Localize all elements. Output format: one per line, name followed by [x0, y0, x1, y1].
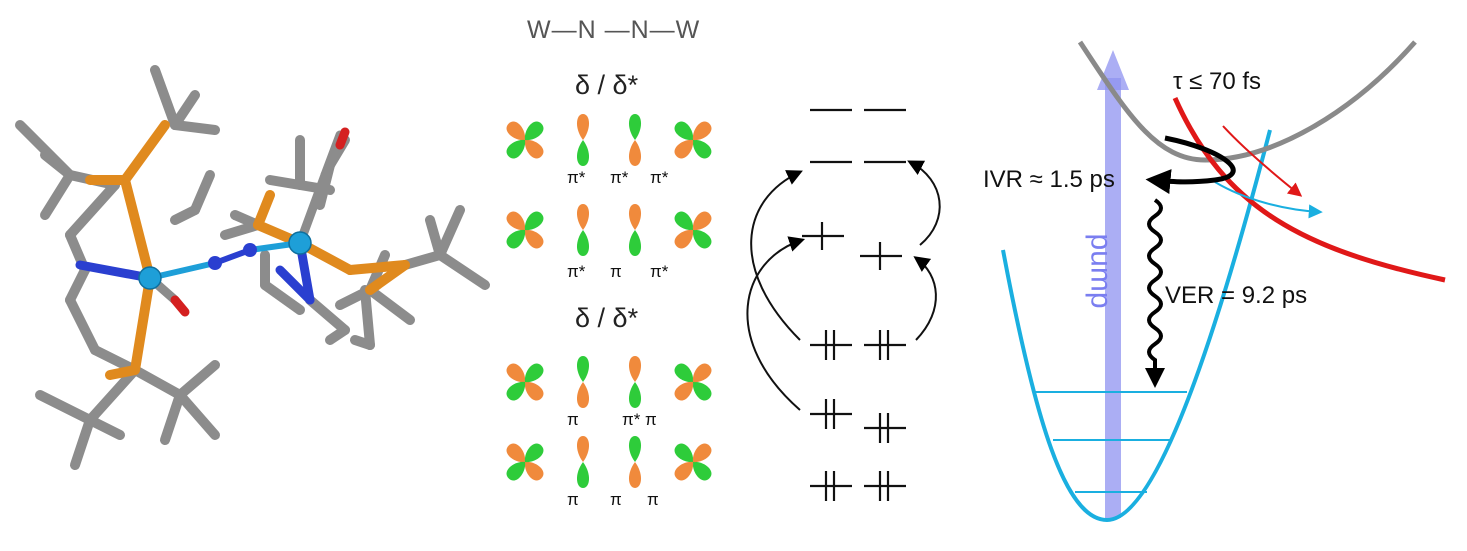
orbital-lobe	[674, 461, 694, 481]
orbital-label: π	[567, 410, 579, 429]
orbital-lobe	[506, 121, 526, 141]
orbital-lobe	[628, 140, 642, 166]
section-label-lower: δ / δ*	[575, 303, 639, 333]
orbital-label: π*	[567, 168, 586, 187]
orbital-lobe	[692, 229, 712, 249]
orbital-lobe	[576, 114, 590, 140]
orbital-lobe	[524, 381, 544, 401]
orbital-lobe	[692, 211, 712, 231]
pump-label: pump	[1084, 233, 1118, 309]
orbital-lobe	[576, 140, 590, 166]
orbital-lobe	[506, 461, 526, 481]
dissociation-arrow	[1222, 125, 1303, 197]
orbital-lobe	[506, 211, 526, 231]
orbital-lobe	[674, 443, 694, 463]
orbital-lobe	[674, 121, 694, 141]
orbital-panel: W—N —N—W δ / δ* δ / δ* π* π* π* π* π π* …	[495, 0, 745, 551]
orbital-label: π*	[610, 168, 629, 187]
orbital-label: π*	[650, 168, 669, 187]
orbital-lobe	[506, 443, 526, 463]
orbital-lobe	[524, 139, 544, 159]
orbital-lobe	[524, 229, 544, 249]
orbital-lobe	[576, 436, 590, 462]
orbital-lobe	[576, 462, 590, 488]
orbital-lobe	[674, 229, 694, 249]
orbital-lobe	[576, 356, 590, 382]
dissociative-curve	[1172, 96, 1446, 283]
tau-label: τ ≤ 70 fs	[1173, 68, 1262, 95]
pump-arrowhead	[1097, 50, 1129, 90]
orbital-lobe	[692, 461, 712, 481]
orbital-lobe	[628, 382, 642, 408]
orbital-lobe	[524, 211, 544, 231]
bond-formula: W—N —N—W	[527, 16, 701, 44]
orbital-label: π*	[567, 262, 586, 281]
excitation-arrow	[750, 170, 803, 341]
orbital-label: π	[610, 490, 622, 509]
orbital-lobe	[674, 211, 694, 231]
orbital-lobe	[576, 230, 590, 256]
orbital-label: π	[567, 490, 579, 509]
orbital-lobe	[692, 363, 712, 383]
orbital-label: π	[647, 490, 659, 509]
orbital-lobe	[692, 139, 712, 159]
orbital-lobe	[674, 139, 694, 159]
orbital-lobe	[628, 462, 642, 488]
orbital-lobe	[692, 121, 712, 141]
orbital-label: π	[645, 410, 657, 429]
excited-state-curve	[1077, 40, 1417, 163]
orbital-lobe	[628, 114, 642, 140]
ground-state-curve	[1001, 129, 1272, 523]
relaxation-arrow	[1214, 181, 1323, 219]
orbital-lobe	[674, 363, 694, 383]
excitation-arrow	[746, 236, 806, 411]
orbital-lobe	[692, 443, 712, 463]
orbital-lobe	[524, 461, 544, 481]
orbital-label: π*	[622, 410, 641, 429]
orbital-lobe	[524, 443, 544, 463]
orbital-lobe	[674, 381, 694, 401]
energy-level-diagram	[746, 108, 941, 501]
excitation-arrow	[907, 160, 941, 246]
orbital-label: π*	[650, 262, 669, 281]
orbital-lobe	[524, 121, 544, 141]
ivr-label: IVR ≈ 1.5 ps	[983, 166, 1115, 193]
molecule-panel	[0, 0, 495, 551]
orbital-label: π	[610, 262, 622, 281]
orbital-lobe	[506, 363, 526, 383]
pump-bar	[1105, 78, 1121, 518]
ver-label: VER = 9.2 ps	[1165, 282, 1308, 309]
energy-level-panel	[730, 0, 980, 551]
ivr-arrow	[1145, 135, 1236, 195]
ver-arrow	[1147, 198, 1163, 372]
orbital-lobe	[506, 139, 526, 159]
excitation-arrow	[913, 256, 937, 341]
orbital-lobe	[692, 381, 712, 401]
orbital-lobe	[524, 363, 544, 383]
orbital-lobe	[628, 436, 642, 462]
section-label-upper: δ / δ*	[575, 70, 639, 100]
orbital-drawings	[506, 114, 712, 488]
orbital-lobe	[576, 204, 590, 230]
orbital-lobe	[506, 381, 526, 401]
orbital-lobe	[628, 356, 642, 382]
orbital-lobe	[628, 230, 642, 256]
orbital-lobe	[628, 204, 642, 230]
pes-panel: τ ≤ 70 fs IVR ≈ 1.5 ps VER = 9.2 ps pump	[975, 0, 1467, 551]
molecule-structure	[15, 65, 490, 470]
orbital-lobe	[506, 229, 526, 249]
ver-arrowhead	[1145, 368, 1165, 388]
pes-diagram	[1001, 40, 1446, 523]
orbital-lobe	[576, 382, 590, 408]
